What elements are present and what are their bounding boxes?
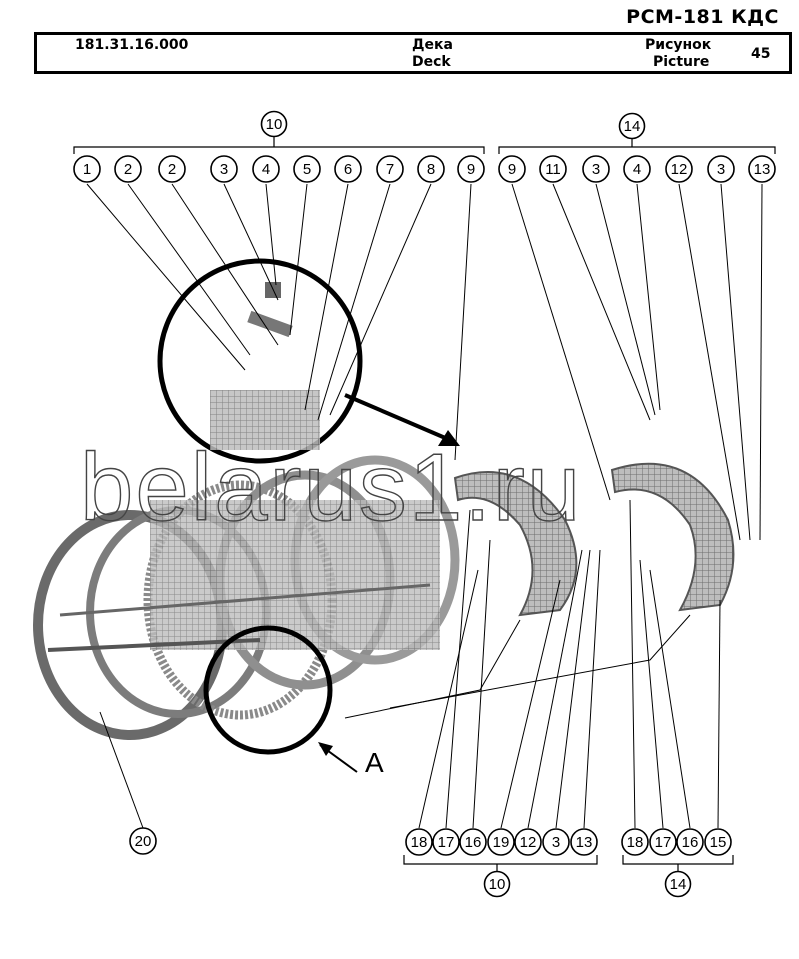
bracket-top-left	[73, 136, 485, 154]
picture-label-ru: Рисунок	[645, 37, 712, 53]
svg-text:5: 5	[303, 161, 311, 178]
callout-17: 17	[432, 828, 460, 856]
bracket-label-bottom-right: 14	[664, 870, 692, 898]
svg-text:3: 3	[592, 161, 600, 178]
svg-text:3: 3	[220, 161, 228, 178]
svg-text:2: 2	[168, 161, 176, 178]
bracket-label-bottom-left: 10	[483, 870, 511, 898]
svg-text:7: 7	[386, 161, 394, 178]
svg-text:11: 11	[545, 161, 561, 178]
callout-11: 11	[539, 155, 567, 183]
callouts-top-right: 9 11 3 4 12 3 13	[498, 155, 776, 183]
picture-number: 45	[751, 46, 771, 62]
part-name-en: Deck	[412, 54, 451, 70]
callout-12: 12	[514, 828, 542, 856]
svg-text:18: 18	[627, 834, 644, 851]
callout-5: 5	[293, 155, 321, 183]
bracket-top-right	[498, 138, 776, 154]
callout-9: 9	[498, 155, 526, 183]
svg-text:20: 20	[135, 833, 152, 850]
callout-16: 16	[676, 828, 704, 856]
bracket-bottom-left	[403, 855, 598, 872]
svg-text:13: 13	[576, 834, 593, 851]
svg-text:17: 17	[655, 834, 672, 851]
callout-12: 12	[665, 155, 693, 183]
callout-2: 2	[114, 155, 142, 183]
svg-text:16: 16	[682, 834, 699, 851]
callout-18: 18	[621, 828, 649, 856]
callout-18: 18	[405, 828, 433, 856]
svg-text:1: 1	[83, 161, 91, 178]
svg-text:3: 3	[552, 834, 560, 851]
part-code: 181.31.16.000	[75, 37, 189, 53]
callout-8: 8	[417, 155, 445, 183]
callout-16: 16	[459, 828, 487, 856]
svg-text:4: 4	[633, 161, 641, 178]
svg-text:4: 4	[262, 161, 270, 178]
callout-3: 3	[210, 155, 238, 183]
callout-9: 9	[457, 155, 485, 183]
title-block: 181.31.16.000 Дека Deck Рисунок Picture …	[34, 32, 792, 74]
svg-text:2: 2	[124, 161, 132, 178]
deck-segment-left	[453, 471, 578, 617]
callout-6: 6	[334, 155, 362, 183]
part-name-ru: Дека	[412, 37, 453, 53]
callout-13: 13	[748, 155, 776, 183]
svg-text:14: 14	[670, 876, 687, 893]
detail-magnifier-top	[157, 258, 460, 464]
callout-1: 1	[73, 155, 101, 183]
svg-text:18: 18	[411, 834, 428, 851]
svg-text:19: 19	[493, 834, 510, 851]
model-title: РСМ-181 КДС	[626, 6, 779, 28]
picture-label-en: Picture	[653, 54, 710, 70]
svg-text:9: 9	[467, 161, 475, 178]
detail-label-a: A	[365, 747, 384, 778]
svg-text:13: 13	[754, 161, 771, 178]
callout-7: 7	[376, 155, 404, 183]
svg-text:8: 8	[427, 161, 435, 178]
svg-text:12: 12	[520, 834, 537, 851]
callouts-bottom-right: 18 17 16 15	[621, 828, 732, 856]
bracket-label-top-left: 10	[260, 110, 288, 138]
watermark: belarus1.ru	[80, 434, 582, 541]
detail-magnifier-a	[203, 625, 358, 773]
callouts-top-left: 1 2 2 3 4 5 6 7 8 9	[73, 155, 485, 183]
callout-19: 19	[487, 828, 515, 856]
callout-2: 2	[158, 155, 186, 183]
svg-text:12: 12	[671, 161, 688, 178]
deck-ring-assembly	[33, 455, 460, 740]
callout-17: 17	[649, 828, 677, 856]
callout-3: 3	[707, 155, 735, 183]
bracket-bottom-right	[622, 855, 734, 872]
callout-13: 13	[570, 828, 598, 856]
leader-lines	[86, 183, 763, 829]
callouts-bottom-left: 18 17 16 19 12 3 13	[405, 828, 598, 856]
svg-text:17: 17	[438, 834, 455, 851]
svg-text:3: 3	[717, 161, 725, 178]
callout-20: 20	[129, 827, 157, 855]
callout-4: 4	[623, 155, 651, 183]
svg-text:9: 9	[508, 161, 516, 178]
bracket-label-top-right: 14	[618, 112, 646, 140]
callout-4: 4	[252, 155, 280, 183]
callout-3: 3	[542, 828, 570, 856]
svg-text:15: 15	[710, 834, 727, 851]
svg-text:10: 10	[266, 116, 283, 133]
callout-15: 15	[704, 828, 732, 856]
svg-text:6: 6	[344, 161, 352, 178]
svg-text:10: 10	[489, 876, 506, 893]
svg-text:14: 14	[624, 118, 641, 135]
svg-text:16: 16	[465, 834, 482, 851]
callout-3: 3	[582, 155, 610, 183]
